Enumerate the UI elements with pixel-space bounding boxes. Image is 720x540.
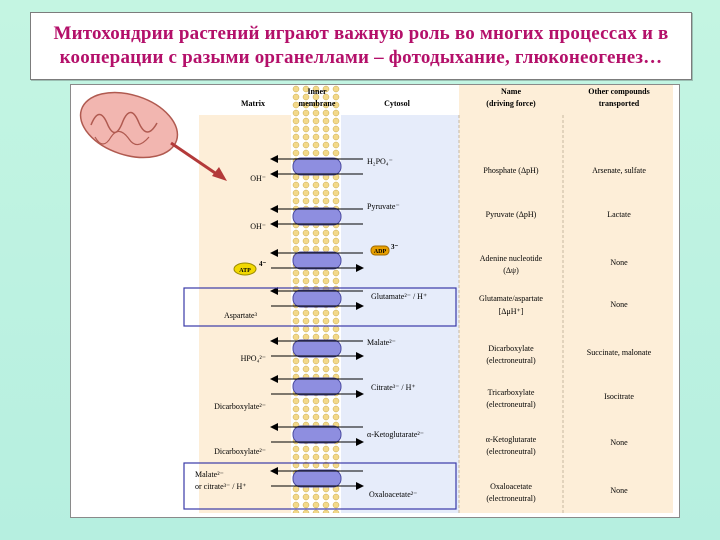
carrier-protein (292, 377, 342, 396)
header-cytosol: Cytosol (384, 99, 411, 108)
mitochondrion-illustration (79, 91, 227, 181)
svg-text:4⁻: 4⁻ (259, 260, 267, 268)
driving-force: (electroneutral) (486, 356, 536, 365)
carrier-row (270, 287, 364, 310)
other-compounds: None (610, 258, 628, 267)
header-name: Name (501, 87, 521, 96)
table-region (459, 85, 673, 513)
carrier-protein (292, 425, 342, 444)
carrier-protein (292, 339, 342, 358)
carrier-row (270, 155, 363, 178)
carrier-row (270, 423, 364, 446)
header-inner-1: Inner (307, 87, 327, 96)
highlight-box-glutamate (183, 287, 457, 327)
carrier-protein (292, 251, 342, 270)
cytosol-region (341, 115, 459, 513)
cytosol-label: H₂PO₄⁻ (367, 157, 393, 166)
transporter-name: Phosphate (ΔpH) (483, 166, 538, 175)
other-compounds: Isocitrate (604, 392, 634, 401)
carrier-protein (292, 289, 342, 308)
cytosol-label: α-Ketoglutarate²⁻ (367, 430, 424, 439)
transporter-name: Pyruvate (ΔpH) (486, 210, 537, 219)
cytosol-label: Malate²⁻ (367, 338, 396, 347)
cytosol-label: Oxaloacetate²⁻ (369, 490, 417, 499)
cytosol-label: Pyruvate⁻ (367, 202, 400, 211)
matrix-label: Dicarboxylate²⁻ (214, 402, 266, 411)
transporter-name: Adenine nucleotide (480, 254, 543, 263)
svg-text:ATP: ATP (239, 268, 251, 274)
other-compounds: None (610, 486, 628, 495)
highlight-box-oxaloacetate (183, 462, 457, 510)
transporter-name: α-Ketoglutarate (486, 435, 537, 444)
other-compounds: Succinate, malonate (587, 348, 652, 357)
matrix-label: Malate²⁻ (195, 470, 224, 479)
carrier-protein (292, 157, 342, 176)
header-inner-2: membrane (299, 99, 336, 108)
header-driving-force: (driving force) (486, 99, 536, 108)
driving-force: (electroneutral) (486, 447, 536, 456)
header-matrix: Matrix (241, 99, 265, 108)
carrier-protein (292, 469, 342, 488)
title-box: Митохондрии растений играют важную роль … (30, 12, 692, 80)
header-transported: transported (599, 99, 640, 108)
atp-badge: ATP 4⁻ (233, 260, 267, 276)
svg-text:ADP: ADP (374, 249, 387, 255)
transporter-name: Glutamate/aspartate (479, 294, 543, 303)
adp-badge: ADP 3⁻ (370, 243, 399, 256)
matrix-label: OH⁻ (250, 222, 266, 231)
carrier-row (270, 467, 364, 490)
other-compounds: Lactate (607, 210, 631, 219)
cytosol-label: Citrate³⁻ / H⁺ (371, 383, 416, 392)
svg-text:3⁻: 3⁻ (391, 243, 399, 251)
other-compounds: None (610, 438, 628, 447)
cytosol-label: Glutamate²⁻ / H⁺ (371, 292, 427, 301)
carrier-row (270, 337, 364, 360)
transport-diagram: Matrix Inner membrane Cytosol Name (driv… (79, 85, 673, 513)
driving-force: (Δψ) (503, 266, 519, 275)
driving-force: (electroneutral) (486, 494, 536, 503)
header-other: Other compounds (588, 87, 649, 96)
driving-force: (electroneutral) (486, 400, 536, 409)
matrix-region (199, 115, 291, 513)
other-compounds: None (610, 300, 628, 309)
matrix-label: OH⁻ (250, 174, 266, 183)
carrier-row (270, 205, 363, 228)
column-headers: Matrix Inner membrane Cytosol Name (driv… (241, 87, 650, 108)
transporter-name: Tricarboxylate (488, 388, 535, 397)
transport-figure: Matrix Inner membrane Cytosol Name (driv… (70, 84, 680, 518)
driving-force: [ΔμH⁺] (499, 307, 524, 316)
matrix-label: Dicarboxylate²⁻ (214, 447, 266, 456)
carrier-row (270, 249, 364, 272)
matrix-label: Aspartate³ (224, 311, 258, 320)
carrier-row (270, 375, 364, 398)
matrix-label: HPO₄²⁻ (241, 354, 266, 363)
carrier-protein (292, 207, 342, 226)
matrix-label: or citrate³⁻ / H⁺ (195, 482, 247, 491)
other-compounds: Arsenate, sulfate (592, 166, 646, 175)
transporter-name: Oxaloacetate (490, 482, 532, 491)
transporter-name: Dicarboxylate (488, 344, 534, 353)
slide-title: Митохондрии растений играют важную роль … (53, 23, 669, 68)
